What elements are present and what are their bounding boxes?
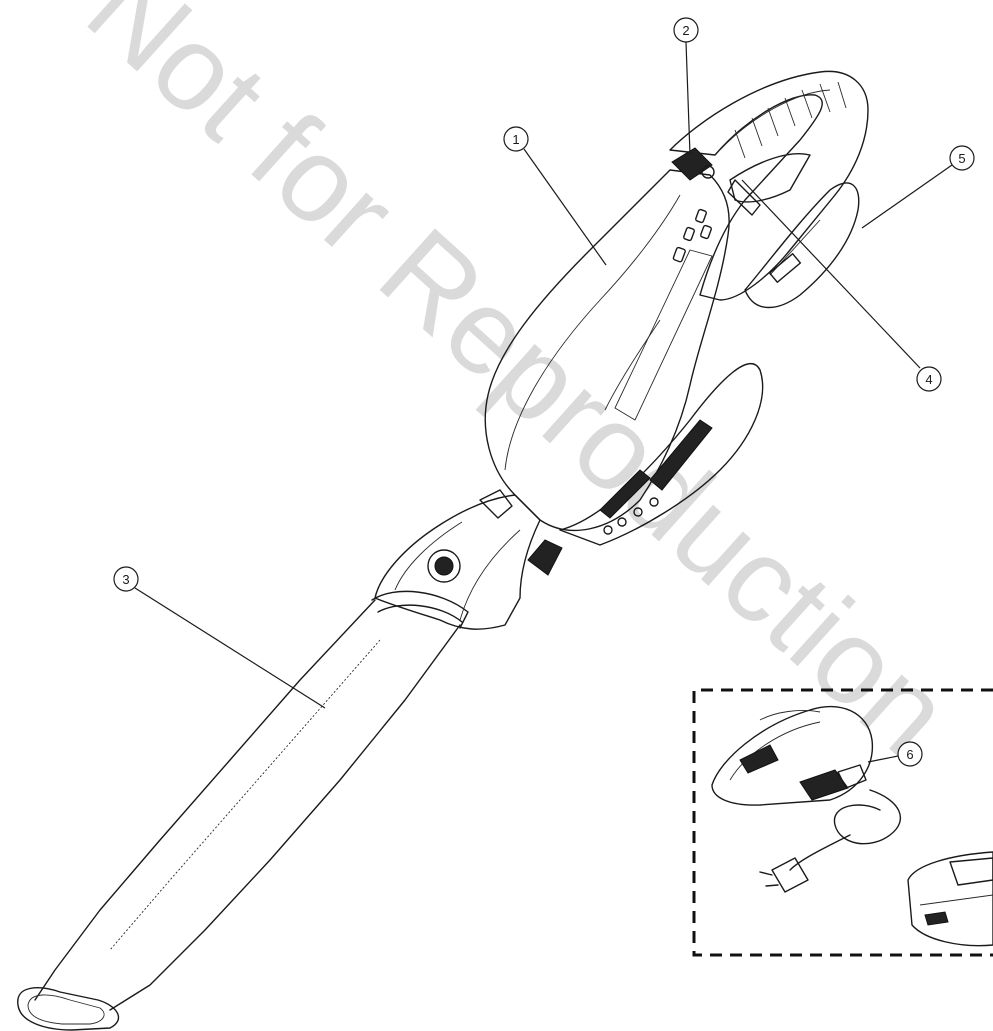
battery-pack-illustration — [907, 851, 993, 947]
blower-tube — [17, 590, 469, 1031]
leader-1 — [523, 148, 607, 266]
leaf-blower-illustration — [17, 70, 869, 1031]
watermark: Not for Reproduction — [63, 0, 976, 780]
leader-6 — [867, 755, 899, 763]
leader-4 — [741, 179, 921, 369]
callout-6-label: 6 — [906, 747, 913, 762]
callout-5-circle — [949, 145, 975, 171]
trigger — [727, 179, 761, 216]
battery-on-blower — [744, 182, 860, 309]
main-body — [484, 169, 764, 546]
callout-2-circle — [673, 17, 699, 43]
callout-6: 6 — [897, 741, 923, 767]
charger-illustration — [711, 705, 902, 893]
accessory-inset — [692, 688, 993, 957]
callout-2-label: 2 — [682, 23, 689, 38]
callout-1: 1 — [503, 126, 529, 152]
callout-6-circle — [897, 741, 923, 767]
callout-5-label: 5 — [958, 151, 965, 166]
callout-3: 3 — [113, 566, 139, 592]
leader-5 — [861, 164, 953, 229]
callout-5: 5 — [949, 145, 975, 171]
leader-2 — [685, 41, 691, 156]
leader-3 — [134, 587, 326, 709]
callout-4: 4 — [916, 366, 942, 392]
callout-3-label: 3 — [122, 572, 129, 587]
handle — [669, 70, 869, 301]
callout-1-circle — [503, 126, 529, 152]
watermark-text: Not for Reproduction — [63, 0, 976, 780]
callout-4-label: 4 — [925, 372, 932, 387]
callout-1-label: 1 — [512, 132, 519, 147]
callout-2: 2 — [673, 17, 699, 43]
callout-3-circle — [113, 566, 139, 592]
callout-4-circle — [916, 366, 942, 392]
inset-frame — [692, 688, 993, 957]
motor-housing — [374, 489, 563, 630]
leader-lines — [134, 41, 953, 763]
